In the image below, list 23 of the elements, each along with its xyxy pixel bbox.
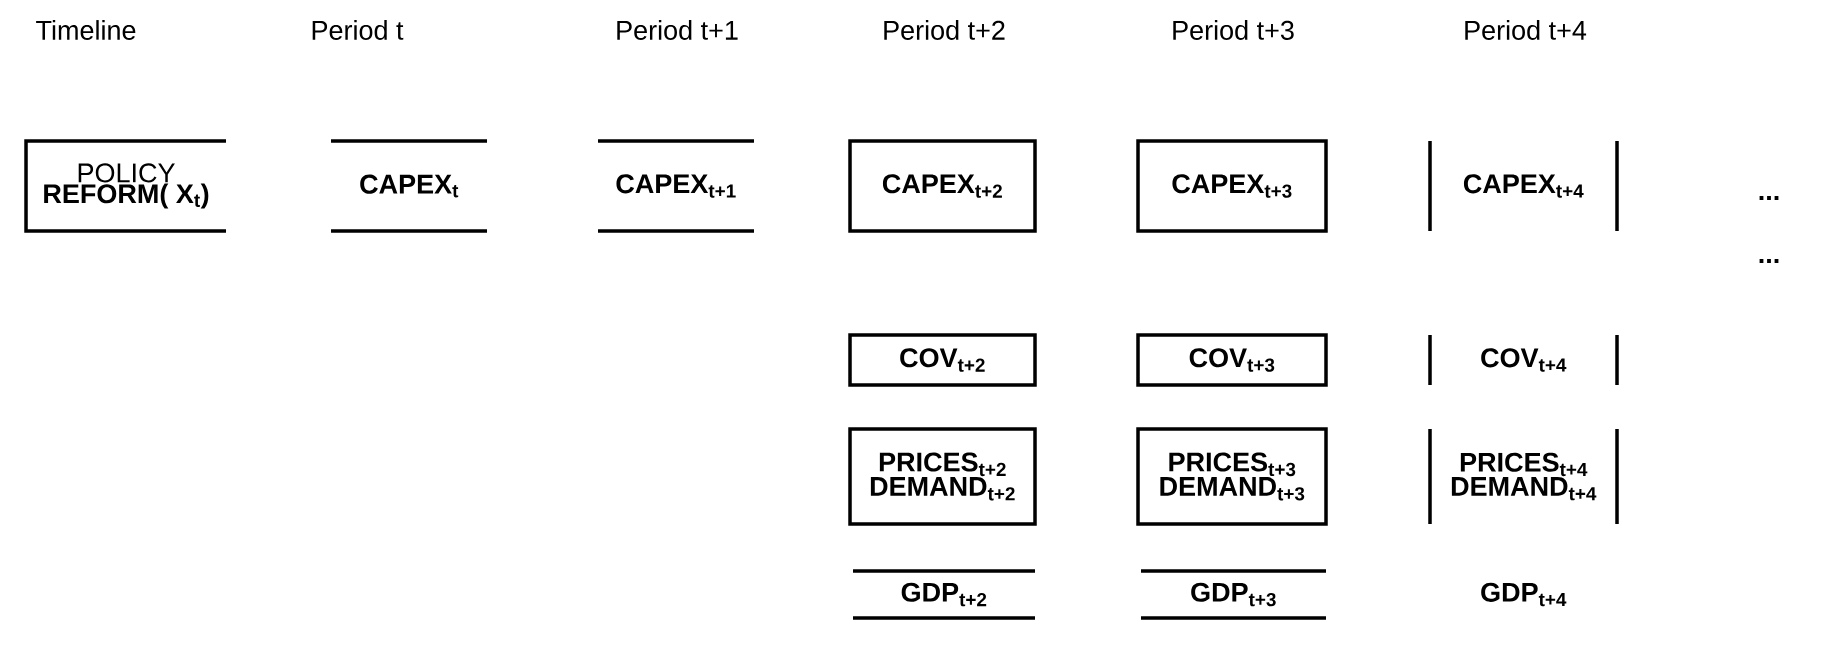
process-box: CAPEX$_{t+1}$ [596,139,756,233]
ellipsis: ... [1759,196,1779,200]
column-heading: Period t+2 [884,20,1005,40]
process-box: GDP$_{t+3}$ [1139,569,1328,620]
ellipsis: ... [1759,259,1779,263]
process-box: PRICES$_{t+3}$ DEMAND$_{t+3}$ [1136,427,1328,526]
process-box: PRICES$_{t+2}$ DEMAND$_{t+2}$ [848,427,1037,526]
process-box: PRICES$_{t+4}$ DEMAND$_{t+4}$ [1428,427,1619,526]
process-box: COV$_{t+4}$ [1428,333,1619,387]
column-heading: Period t [312,20,404,40]
process-box: CAPEX$_{t}$ [329,139,489,233]
column-heading: Period t+1 [617,20,738,40]
process-box: COV$_{t+3}$ [1136,333,1328,387]
process-box: CAPEX$_{t+4}$ [1428,139,1619,233]
process-box: CAPEX$_{t+3}$ [1136,139,1328,233]
process-box: COV$_{t+2}$ [848,333,1037,387]
column-heading: Period t+3 [1173,20,1294,40]
process-box: GDP$_{t+2}$ [851,569,1037,620]
node-text: GDP$_{t+4}$ [1481,582,1567,607]
process-box: POLICY REFORM( X$_{t}$) [24,139,226,233]
column-heading: Timeline [36,20,136,40]
process-box: CAPEX$_{t+2}$ [848,139,1037,233]
column-heading: Period t+4 [1465,20,1587,40]
